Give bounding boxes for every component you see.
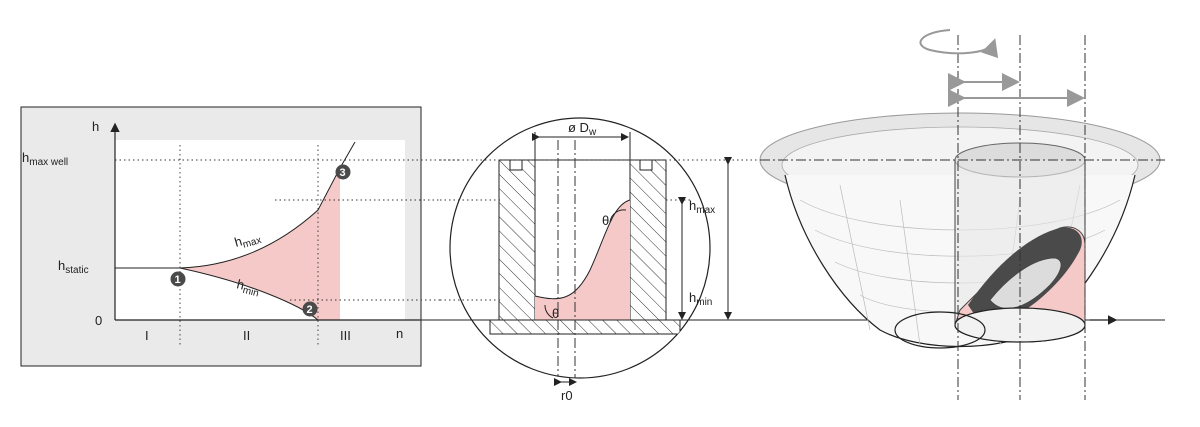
svg-text:1: 1 bbox=[175, 274, 181, 286]
detail-circle bbox=[449, 117, 711, 379]
origin-label: 0 bbox=[95, 313, 102, 328]
plot-extension bbox=[375, 140, 405, 320]
h-max-well-label: hmax well bbox=[22, 150, 68, 168]
plot-gap bbox=[340, 168, 376, 320]
theta-bottom-label: θ bbox=[552, 306, 559, 321]
h-static-label: hstatic bbox=[58, 258, 89, 276]
h-min-label: hmin bbox=[689, 290, 712, 308]
rotation-arrow-icon bbox=[919, 29, 999, 59]
h-max-label: hmax bbox=[689, 198, 715, 216]
floor bbox=[489, 319, 681, 335]
notch-right bbox=[639, 159, 653, 171]
fluid-surface bbox=[534, 199, 631, 300]
svg-text:3: 3 bbox=[340, 167, 346, 179]
right-wall bbox=[629, 159, 667, 321]
theta-top-arc bbox=[609, 209, 627, 223]
graph-panel: h n 0 hstatic hmax well hmax hmin I II I… bbox=[20, 106, 460, 367]
y-axis-label: h bbox=[92, 119, 99, 134]
left-wall bbox=[498, 159, 536, 321]
h-max-curve-label: hmax bbox=[233, 228, 263, 253]
fluid-profile bbox=[535, 200, 630, 320]
diameter-label: ø Dw bbox=[568, 120, 597, 138]
h-min-curve-label: hmin bbox=[235, 276, 262, 299]
vessel-3d bbox=[759, 112, 1161, 349]
r0-label: r0 bbox=[561, 388, 573, 403]
theta-bottom-arc bbox=[544, 304, 554, 319]
x-axis-label: n bbox=[396, 326, 403, 341]
svg-text:2: 2 bbox=[307, 304, 313, 316]
zone-label-1: I bbox=[145, 328, 149, 343]
marker-3: 3 bbox=[335, 164, 351, 180]
zone-label-3: III bbox=[340, 328, 351, 343]
fluid-envelope bbox=[180, 168, 340, 320]
zone-label-2: II bbox=[243, 328, 250, 343]
well-section: ø Dw hmax hmin θ θ r0 bbox=[449, 117, 732, 403]
theta-top-label: θ bbox=[602, 213, 609, 228]
vessel-bottom bbox=[894, 311, 986, 349]
notch-left bbox=[509, 159, 523, 171]
marker-1: 1 bbox=[170, 271, 186, 287]
h-max-curve bbox=[115, 141, 356, 269]
fluid-dark-inner bbox=[989, 257, 1062, 309]
marker-2: 2 bbox=[302, 301, 318, 317]
